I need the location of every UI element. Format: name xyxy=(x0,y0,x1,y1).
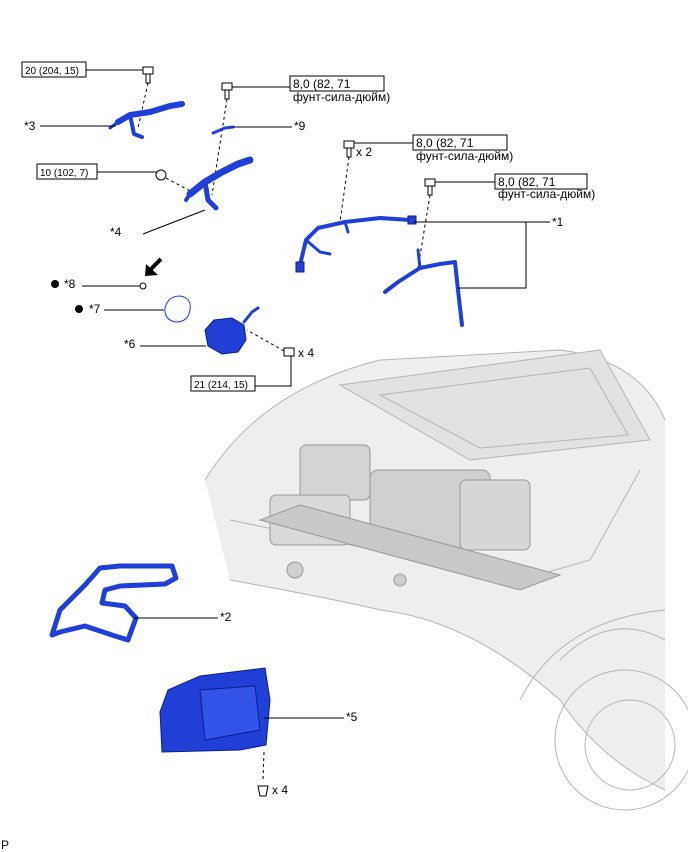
part-7-gasket xyxy=(164,295,191,323)
quantity-x4-bolts: x 4 xyxy=(298,346,314,360)
torque-spec-8-b: 8,0 (82, 71 фунт-сила-дюйм) xyxy=(353,134,513,163)
torque-text-8-b-line1: 8,0 (82, 71 xyxy=(416,136,474,150)
bolt-icon xyxy=(343,140,355,158)
quantity-x4-clips: x 4 xyxy=(272,783,288,797)
torque-text-21: 21 (214, 15) xyxy=(194,380,248,391)
bolt-icon xyxy=(142,66,154,84)
part-label-2: *2 xyxy=(220,610,232,624)
part-label-4: *4 xyxy=(110,225,122,239)
torque-text-8-c-line2: фунт-сила-дюйм) xyxy=(498,187,595,201)
torque-text-8-a-line1: 8,0 (82, 71 xyxy=(293,77,351,91)
torque-text-8-a-line2: фунт-сила-дюйм) xyxy=(293,90,390,104)
part-2-drive-belt xyxy=(49,563,179,643)
part-label-1: *1 xyxy=(552,215,564,229)
torque-text-8-c-line1: 8,0 (82, 71 xyxy=(498,175,556,189)
part-1-wire-harness xyxy=(295,215,464,327)
part-label-7: *7 xyxy=(89,302,101,316)
part-3-hose xyxy=(108,101,185,139)
quantity-x2: x 2 xyxy=(356,145,372,159)
torque-spec-8-a: 8,0 (82, 71 фунт-сила-дюйм) xyxy=(232,75,390,104)
clip-icon xyxy=(257,785,269,797)
non-reusable-bullet-icon xyxy=(75,305,83,313)
torque-spec-20: 20 (204, 15) xyxy=(21,61,145,78)
part-5-undercover xyxy=(159,667,271,753)
torque-text-8-b-line2: фунт-сила-дюйм) xyxy=(416,149,513,163)
part-label-9: *9 xyxy=(294,119,306,133)
down-left-arrow-icon xyxy=(145,257,163,276)
part-8-o-ring xyxy=(139,282,147,290)
non-reusable-bullet-icon xyxy=(51,280,59,288)
part-6-housing xyxy=(204,306,260,355)
bolt-icon xyxy=(424,178,436,196)
part-label-3: *3 xyxy=(24,119,36,133)
bolt-icon xyxy=(221,82,233,100)
part-9-clip xyxy=(211,125,235,135)
part-4-hose xyxy=(184,156,254,211)
torque-text-10: 10 (102, 7) xyxy=(40,168,88,179)
part-label-8: *8 xyxy=(64,277,76,291)
part-label-6: *6 xyxy=(124,337,136,351)
part-label-5: *5 xyxy=(346,710,358,724)
torque-spec-10: 10 (102, 7) xyxy=(36,163,158,180)
torque-text-20: 20 (204, 15) xyxy=(25,66,79,77)
bolt-icon xyxy=(155,169,167,181)
vehicle-engine-bay-illustration xyxy=(204,349,688,811)
torque-spec-8-c: 8,0 (82, 71 фунт-сила-дюйм) xyxy=(433,173,595,201)
illustration-code: P xyxy=(1,838,9,852)
torque-spec-21: 21 (214, 15) xyxy=(190,355,292,392)
bolt-icon xyxy=(283,347,295,357)
